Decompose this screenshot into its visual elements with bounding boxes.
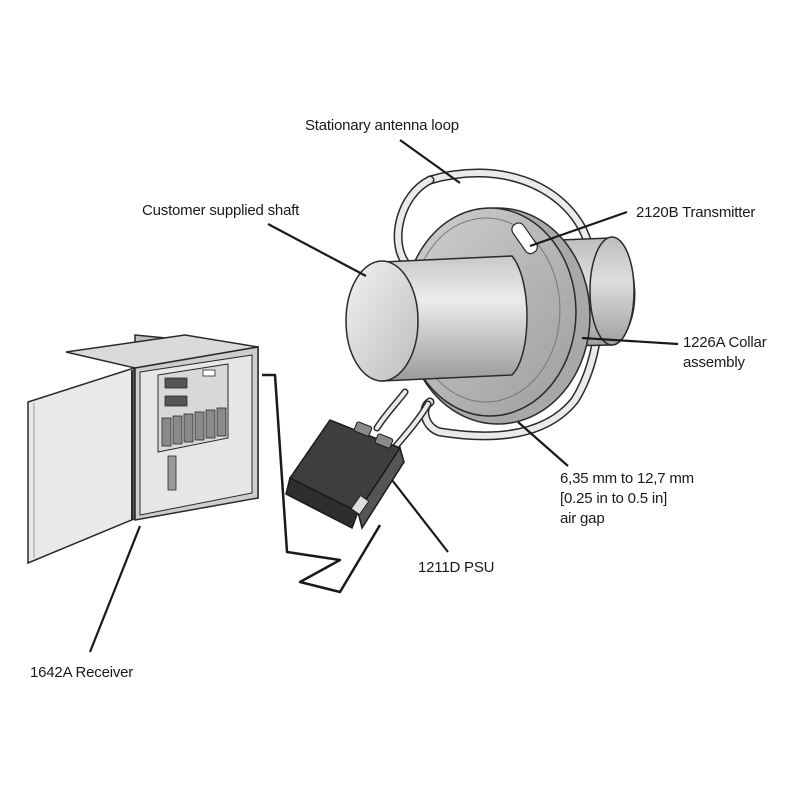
label-customer-shaft: Customer supplied shaft (142, 202, 300, 219)
label-collar-line-2: assembly (683, 354, 745, 371)
label-airgap-line-3: air gap (560, 510, 605, 527)
antenna-loop (393, 168, 604, 441)
psu-cables (373, 388, 432, 450)
label-receiver: 1642A Receiver (30, 664, 134, 681)
label-air-gap: 6,35 mm to 12,7 mm [0.25 in to 0.5 in] a… (560, 469, 694, 529)
panel-modules (161, 407, 227, 447)
leader-collar (581, 336, 679, 346)
panel-indicator (202, 369, 216, 377)
label-transmitter: 2120B Transmitter (636, 204, 756, 221)
leader-transmitter (529, 210, 628, 248)
psu-label-plate (350, 495, 370, 515)
leader-airgap (517, 421, 569, 467)
label-collar-line-1: 1226A Collar (683, 334, 767, 351)
receiver-cabinet (27, 334, 259, 565)
panel-display-1 (164, 377, 188, 389)
shaft-end-face (345, 260, 419, 382)
label-collar-assembly: 1226A Collar assembly (683, 333, 767, 373)
psu-front (285, 476, 359, 530)
leader-antenna (399, 139, 461, 184)
psu-connector-2 (374, 433, 394, 449)
label-airgap-line-2: [0.25 in to 0.5 in] (560, 490, 668, 507)
psu-connector-1 (353, 421, 373, 437)
label-antenna-loop: Stationary antenna loop (305, 117, 459, 134)
leader-shaft (267, 223, 367, 277)
panel-display-2 (164, 395, 188, 407)
label-airgap-line-1: 6,35 mm to 12,7 mm (560, 470, 694, 487)
psu-side (357, 446, 405, 530)
leader-receiver (88, 525, 142, 653)
cabinet-terminal-block (167, 455, 177, 491)
receiver-cable (262, 373, 382, 594)
label-psu: 1211D PSU (418, 559, 495, 576)
customer-shaft (345, 255, 528, 382)
leader-psu (391, 479, 449, 553)
psu-box (285, 419, 405, 530)
cabinet-door (27, 366, 135, 565)
leader-lines (88, 139, 679, 653)
